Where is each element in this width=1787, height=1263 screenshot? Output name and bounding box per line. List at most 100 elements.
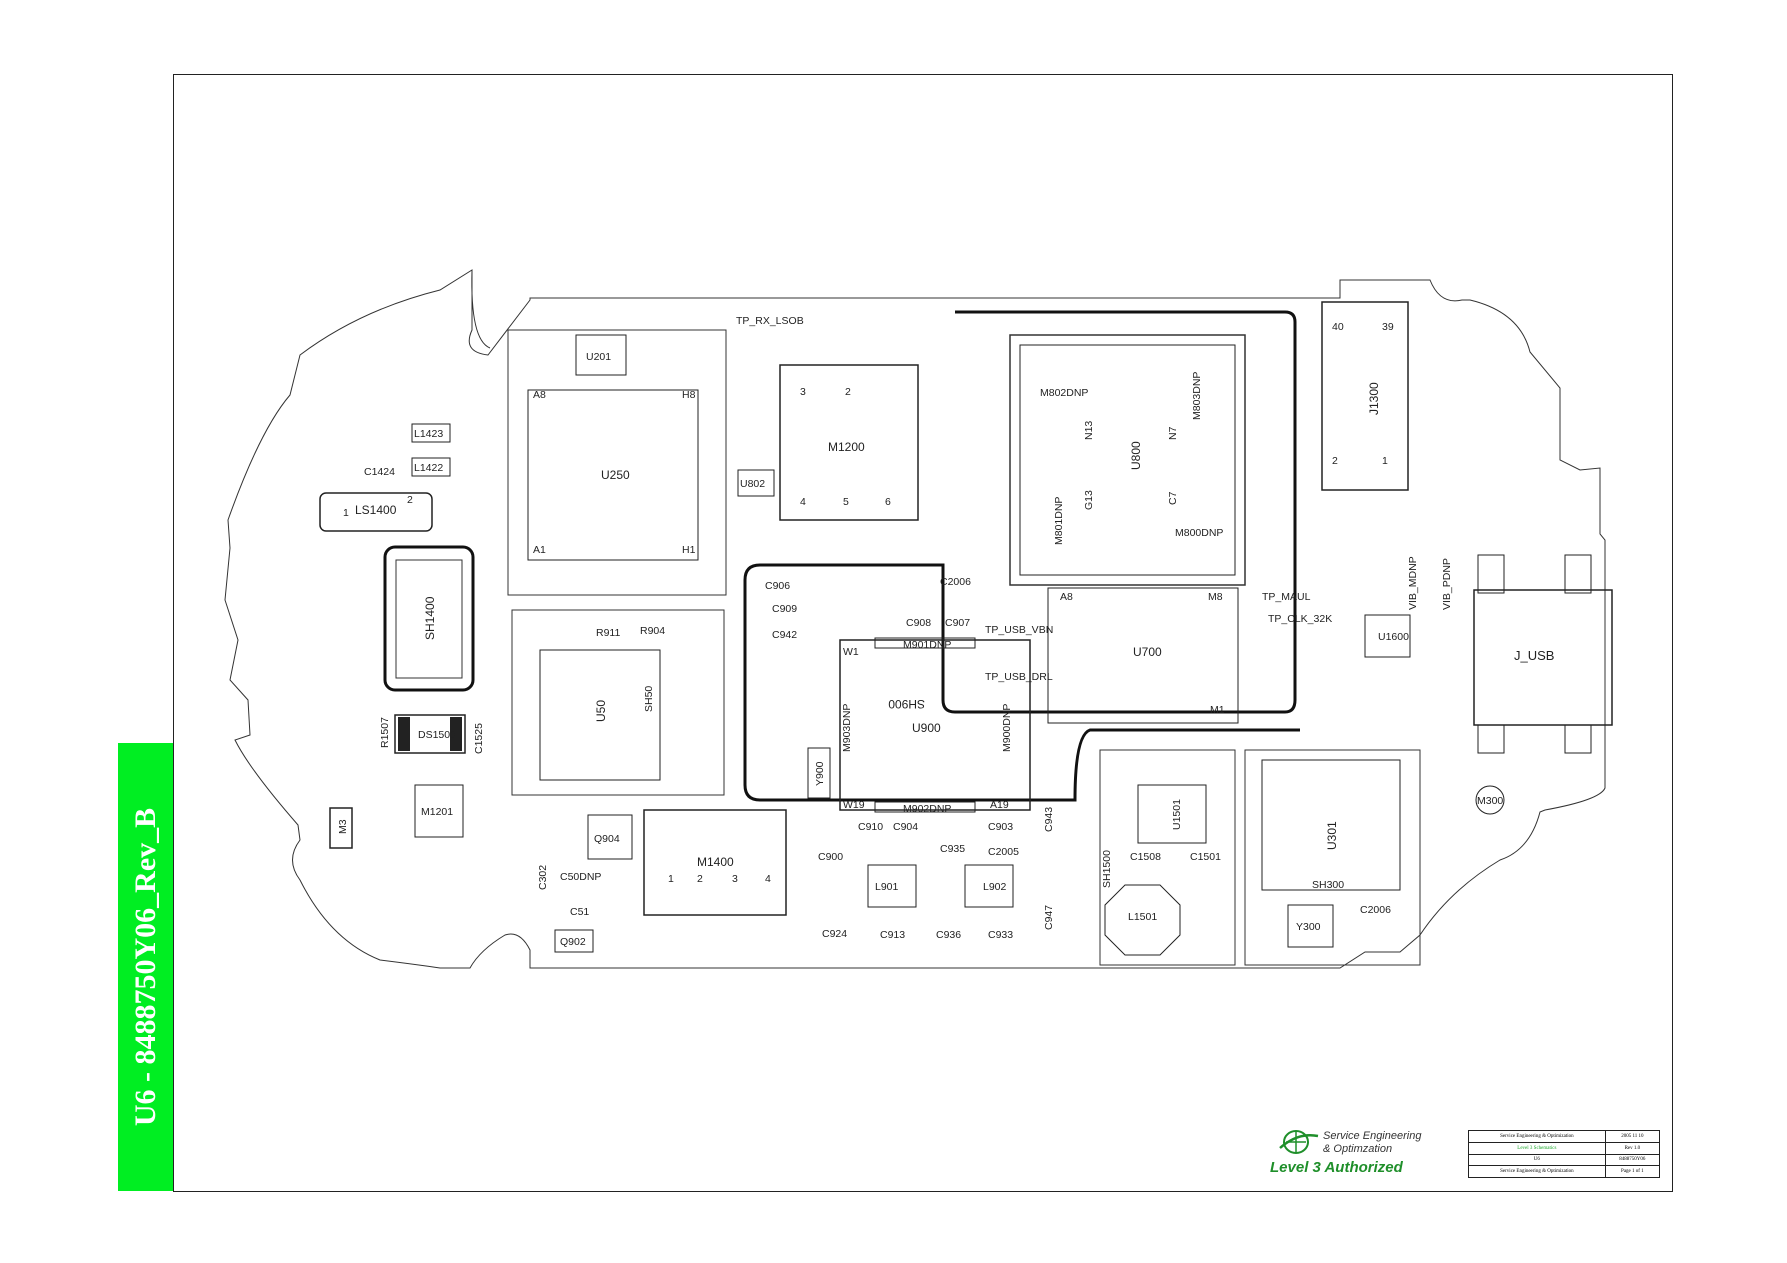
u250-pin-h8: H8 <box>682 389 696 401</box>
sh300-shield <box>1244 749 1421 966</box>
title-block-cell: 2005 11 10 <box>1604 1130 1661 1143</box>
m803dnp-label: M803DNP <box>1191 372 1203 420</box>
j1300-pin2: 2 <box>1332 455 1338 467</box>
tp-usb-vbn-label: TP_USB_VBN <box>985 624 1053 636</box>
u800-pin-c7: C7 <box>1167 491 1179 505</box>
logo-line-3: Level 3 Authorized <box>1270 1159 1403 1176</box>
j1300-label: J1300 <box>1367 382 1381 415</box>
u800-outer <box>1009 334 1246 586</box>
sh300-label: SH300 <box>1312 879 1344 891</box>
vib-mdnp-label: VIB_MDNP <box>1407 556 1419 610</box>
y900-body <box>807 747 831 799</box>
u700-pin-m1: M1 <box>1210 704 1225 716</box>
u802-body <box>737 469 775 497</box>
board-outline <box>224 269 1606 969</box>
m1200-label: M1200 <box>828 440 865 454</box>
j1300-pin40: 40 <box>1332 321 1344 333</box>
m801dnp-label: M801DNP <box>1053 497 1065 545</box>
c2005-label: C2005 <box>988 846 1019 858</box>
c51-label: R911 <box>596 627 620 639</box>
tp-maul-label: TP_MAUL <box>1262 591 1311 603</box>
j-usb-label: J_USB <box>1514 648 1554 663</box>
u900-pin-w1: W1 <box>843 646 859 658</box>
c302-label: C2006 <box>1360 904 1391 916</box>
m3-body <box>329 807 353 849</box>
u900-label: U900 <box>912 721 941 735</box>
u201-body <box>575 334 627 376</box>
u900-pin-w19: W19 <box>843 799 865 811</box>
m1400-label: M1400 <box>697 855 734 869</box>
j1300-body <box>1321 301 1409 491</box>
logo-line-1: Service Engineering <box>1323 1130 1422 1142</box>
vib-pdnp-label: VIB_PDNP <box>1441 558 1453 610</box>
y300-label: Y300 <box>1296 921 1321 933</box>
c904-label: C904 <box>893 821 918 833</box>
l1501-label: L1501 <box>1128 911 1157 923</box>
ls1400-pin1: 1 <box>343 507 349 519</box>
u700-pin-a8: A8 <box>1060 591 1073 603</box>
u802-label: U802 <box>740 478 765 490</box>
u900-body <box>839 639 1031 811</box>
c907-label: C907 <box>945 617 970 629</box>
y300-body <box>1287 904 1334 948</box>
u250-pin-a1: A1 <box>533 544 546 556</box>
c903-label: C903 <box>988 821 1013 833</box>
m903dnp-label: M903DNP <box>841 704 853 752</box>
tp-clk-label: TP_CLK_32K <box>1268 613 1332 625</box>
c909-label: C909 <box>772 603 797 615</box>
r911-label: C50DNP <box>560 871 601 883</box>
u250-pin-h1: H1 <box>682 544 696 556</box>
u301-body <box>1261 759 1401 891</box>
sh1400-label: SH1400 <box>423 596 437 640</box>
m1400-pin3: 3 <box>732 873 738 885</box>
m1400-pin1: 1 <box>668 873 674 885</box>
m1200-body <box>779 364 919 521</box>
m902dnp-label: M902DNP <box>903 803 951 815</box>
y900-label: Y900 <box>814 761 826 786</box>
u1600-body <box>1364 614 1411 658</box>
l901-body <box>867 864 917 908</box>
tp-rx-lsob-label: TP_RX_LSOB <box>736 315 804 327</box>
sh1500-label: SH1500 <box>1101 850 1113 888</box>
m1400-pin4: 4 <box>765 873 771 885</box>
sh1400-inner <box>395 559 463 679</box>
l902-body <box>964 864 1014 908</box>
u250-pin-a8: A8 <box>533 389 546 401</box>
m1201-label: M1201 <box>421 806 453 818</box>
u700-label: U700 <box>1133 645 1162 659</box>
globe-swoosh-icon <box>1279 1130 1319 1154</box>
sh900-label: SH900 <box>888 697 925 711</box>
c900-label: C900 <box>818 851 843 863</box>
c910-label: C910 <box>858 821 883 833</box>
title-block-cell: Service Engineering & Optimization <box>1468 1165 1606 1178</box>
m901dnp-label: M901DNP <box>903 639 951 651</box>
l1501-body <box>1104 884 1181 956</box>
r1507-label: R1507 <box>379 717 391 748</box>
u800-label: U800 <box>1129 441 1143 470</box>
m1200-pin4: 4 <box>800 496 806 508</box>
m1200-pin3: 3 <box>800 386 806 398</box>
c933-label: C933 <box>988 929 1013 941</box>
l1423-body <box>411 423 451 443</box>
l901-label: L901 <box>875 881 899 893</box>
side-title-tab: U6 - 8488750Y06_Rev_B <box>118 743 173 1191</box>
c935-label: C935 <box>940 843 965 855</box>
title-block-cell: Service Engineering & Optimization <box>1468 1130 1606 1143</box>
c1525-label: C1525 <box>473 723 485 754</box>
u700-body <box>1047 587 1239 724</box>
c947-label: C947 <box>1043 905 1055 930</box>
u700-pin-m8: M8 <box>1208 591 1223 603</box>
ls1400-label: LS1400 <box>355 503 397 517</box>
u900-pin-a19: A19 <box>990 799 1009 811</box>
u1600-label: U1600 <box>1378 631 1409 643</box>
u250-shield <box>507 329 727 596</box>
u50-label: U50 <box>594 700 608 722</box>
l902-label: L902 <box>983 881 1007 893</box>
sh50-label: SH50 <box>643 686 655 712</box>
sh1400-shield <box>383 545 475 692</box>
q902-body <box>554 929 594 953</box>
m1400-body <box>643 809 787 916</box>
c908-label: C908 <box>906 617 931 629</box>
l1422-body <box>411 457 451 477</box>
